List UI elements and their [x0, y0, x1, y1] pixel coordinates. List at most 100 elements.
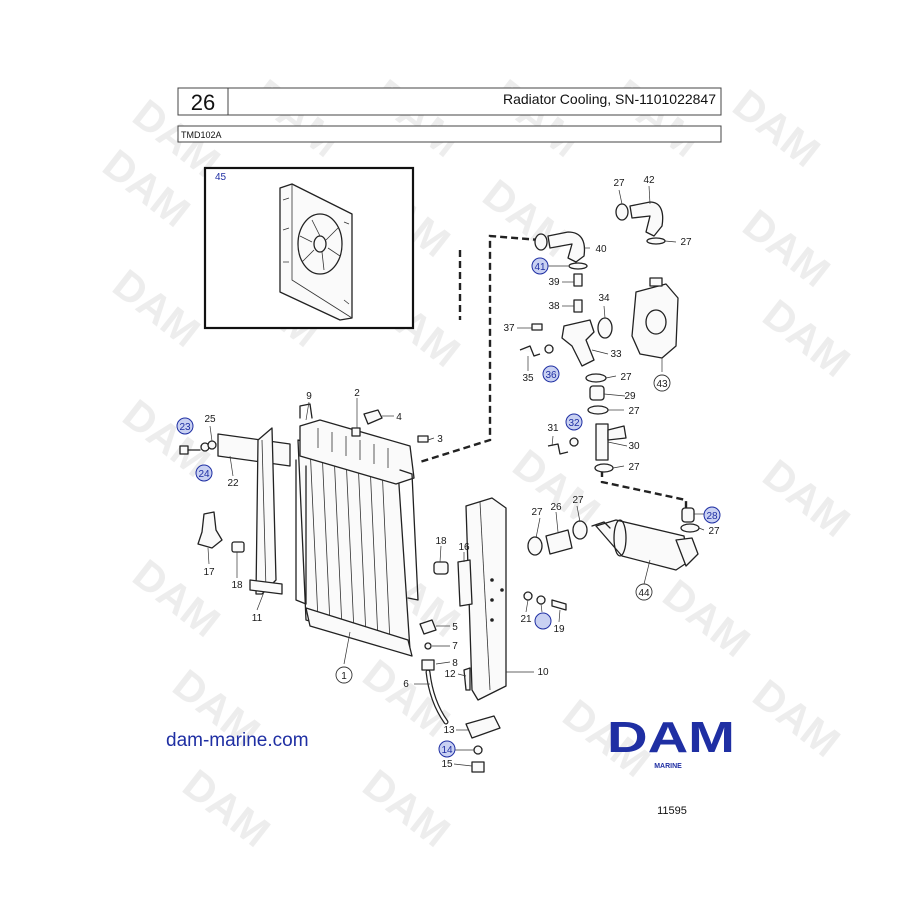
hose-28	[681, 507, 695, 523]
bolt-23	[179, 445, 201, 455]
washer-25	[207, 440, 217, 450]
thermostat-housing	[631, 283, 679, 359]
watermark: DAM	[354, 760, 458, 856]
pipe-33	[561, 319, 595, 367]
column-edge	[479, 501, 491, 691]
callout-36: 36	[545, 370, 557, 381]
callout-23: 23	[179, 422, 191, 433]
hose-26	[545, 529, 573, 555]
gasket-41	[568, 262, 588, 270]
plug	[417, 435, 429, 443]
hose-29	[589, 385, 605, 401]
support-column	[465, 497, 507, 701]
dam-logo-subtitle: MARINE	[654, 763, 682, 770]
bushing-right	[433, 561, 449, 575]
foot-block	[465, 715, 501, 739]
watermark: DAM	[724, 80, 828, 176]
radiator-header-tank	[299, 419, 415, 485]
callout-42: 42	[643, 175, 655, 186]
shroud-edge	[291, 184, 353, 319]
radiator-bottom-tank	[305, 607, 413, 657]
header-frame	[177, 87, 722, 116]
callout-marker-blue	[176, 417, 194, 435]
callout-15: 15	[441, 759, 453, 770]
clamp-27-f	[680, 523, 700, 533]
filler-cap	[363, 409, 383, 425]
callout-37: 37	[503, 323, 515, 334]
radiator-bracket	[299, 403, 313, 419]
callout-25: 25	[204, 414, 216, 425]
page-title: Radiator Cooling, SN-1101022847	[503, 91, 716, 107]
watermark: DAM	[654, 570, 758, 666]
shroud-holes	[282, 197, 350, 305]
clamp-27-b	[587, 405, 609, 415]
clamp-27-top	[615, 203, 629, 221]
callout-marker-blue	[438, 740, 456, 758]
callout-43: 43	[656, 379, 668, 390]
nut-8	[421, 659, 435, 671]
callout-41: 41	[534, 262, 546, 273]
callout-39: 39	[548, 277, 560, 288]
callout-marker-blue	[565, 413, 583, 431]
website-link[interactable]: dam-marine.com	[166, 730, 309, 751]
callout-marker-blue	[542, 365, 560, 383]
callout-marker	[635, 583, 653, 601]
watermark: DAM	[364, 70, 468, 166]
callout-3: 3	[437, 434, 443, 445]
callout-16: 16	[458, 542, 470, 553]
washer-21	[523, 591, 533, 601]
inset-fan-shroud: 45	[203, 166, 415, 330]
callout-marker	[335, 666, 353, 684]
callout-1: 1	[341, 671, 347, 682]
callout-26: 26	[550, 502, 562, 513]
callout-18: 18	[231, 580, 243, 591]
callout-27: 27	[620, 372, 632, 383]
plug-37	[531, 323, 543, 331]
header: 26 Radiator Cooling, SN-1101022847 TMD10…	[177, 87, 722, 143]
callout-27: 27	[531, 507, 543, 518]
washer-7	[424, 642, 432, 650]
watermark: DAM	[734, 200, 838, 296]
washer-36	[544, 344, 554, 354]
callout-27: 27	[613, 178, 625, 189]
callout-7: 7	[452, 641, 458, 652]
callout-9: 9	[306, 391, 312, 402]
washer-14	[473, 745, 483, 755]
radiator-side-right	[399, 469, 419, 601]
watermark: DAM	[174, 760, 278, 856]
page-number: 26	[191, 90, 215, 115]
callout-14: 14	[441, 745, 453, 756]
column-body	[465, 497, 507, 701]
gasket-27	[646, 237, 666, 245]
bracket-16	[457, 559, 473, 607]
nut-15	[471, 761, 485, 773]
callout-27: 27	[708, 526, 720, 537]
watermark: DAM	[754, 450, 858, 546]
callout-12: 12	[444, 669, 456, 680]
watermark: DAM	[484, 70, 588, 166]
screw-12	[463, 667, 471, 691]
washer-32	[569, 437, 579, 447]
callout-21: 21	[520, 614, 532, 625]
drawing-number: 11595	[657, 805, 687, 817]
callout-22: 22	[227, 478, 239, 489]
watermark: DAM	[244, 70, 348, 166]
hose-lower-dashed	[600, 470, 688, 508]
callout-4: 4	[396, 412, 402, 423]
radiator	[295, 403, 419, 657]
callout-44: 44	[638, 588, 650, 599]
bracket-arm	[217, 433, 291, 467]
callout-18: 18	[435, 536, 447, 547]
callout-40: 40	[595, 244, 607, 255]
hose-upper-dashed	[419, 234, 541, 464]
callout-5: 5	[452, 622, 458, 633]
dam-logo: DAM	[607, 713, 735, 762]
callout-11: 11	[252, 613, 263, 624]
watermark: DAM	[604, 70, 708, 166]
callout-19: 19	[553, 624, 565, 635]
bolt-19	[551, 599, 567, 611]
callout-32: 32	[568, 418, 580, 429]
fitting-39	[573, 273, 583, 287]
